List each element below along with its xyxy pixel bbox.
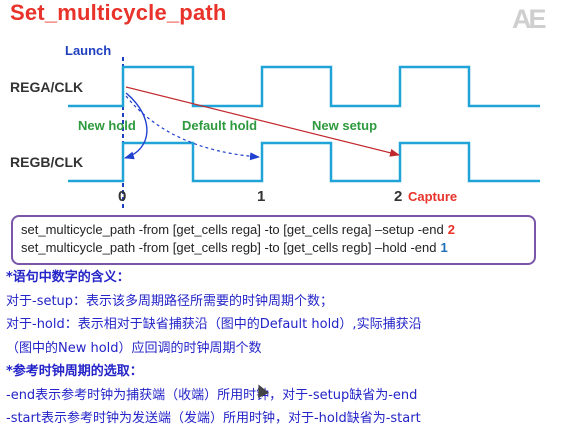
new-setup-label: New setup xyxy=(312,118,377,133)
notes-heading-numbers: *语句中数字的含义： xyxy=(6,270,130,285)
setup-multiplier: 2 xyxy=(447,222,455,237)
notes-hold-meaning-cont: （图中的New hold）应回调的时钟周期个数 xyxy=(6,340,262,356)
new-setup-arrow xyxy=(125,86,400,157)
default-hold-label: Default hold xyxy=(182,118,257,133)
notes-heading-reference: *参考时钟周期的选取： xyxy=(6,364,143,379)
regb-clk-label: REGB/CLK xyxy=(10,154,83,170)
notes-hold-meaning: 对于-hold：表示相对于缺省捕获沿（图中的Default hold）,实际捕获… xyxy=(6,317,422,332)
explanation-notes: *语句中数字的含义： 对于-setup：表示该多周期路径所需要的时钟周期个数； … xyxy=(6,266,556,431)
command-hold-text: set_multicycle_path -from [get_cells reg… xyxy=(21,240,437,255)
brand-logo: AE xyxy=(512,4,546,34)
notes-end-option: -end表示参考时钟为捕获端（收端）所用时钟，对于-setup缺省为-end xyxy=(6,387,418,403)
launch-label: Launch xyxy=(65,43,111,58)
command-line-setup: set_multicycle_path -from [get_cells reg… xyxy=(21,221,534,239)
edge-label-1: 1 xyxy=(257,188,265,205)
command-box: set_multicycle_path -from [get_cells reg… xyxy=(11,215,536,265)
new-hold-arrow xyxy=(124,92,148,160)
edge-label-0: 0 xyxy=(118,188,126,205)
notes-start-option: -start表示参考时钟为发送端（发端）所用时钟，对于-hold缺省为-star… xyxy=(6,411,421,426)
rega-clk-label: REGA/CLK xyxy=(10,79,83,95)
regb-clock-waveform xyxy=(68,141,540,183)
edge-label-2: 2 xyxy=(394,188,402,205)
capture-label: Capture xyxy=(408,189,457,204)
notes-setup-meaning: 对于-setup：表示该多周期路径所需要的时钟周期个数； xyxy=(6,293,334,309)
command-setup-text: set_multicycle_path -from [get_cells reg… xyxy=(21,222,444,237)
page-title: Set_multicycle_path xyxy=(10,0,227,25)
hold-multiplier: 1 xyxy=(440,240,448,255)
rega-clock-waveform xyxy=(68,65,540,108)
new-hold-label: New hold xyxy=(78,118,136,133)
command-line-hold: set_multicycle_path -from [get_cells reg… xyxy=(21,239,534,257)
timing-diagram: Launch REGA/CLK REGB/CLK New hold Defaul… xyxy=(10,43,540,208)
